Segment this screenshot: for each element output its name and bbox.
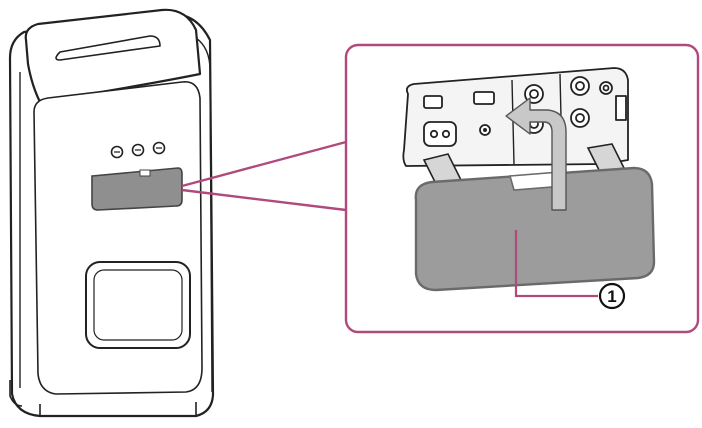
speaker-unit-icon bbox=[10, 10, 213, 416]
speaker-jack-cover-icon bbox=[92, 168, 182, 210]
jack-cover-icon bbox=[416, 168, 654, 290]
callout-1-marker: 1 bbox=[600, 284, 624, 308]
callout-1-number: 1 bbox=[607, 287, 616, 306]
